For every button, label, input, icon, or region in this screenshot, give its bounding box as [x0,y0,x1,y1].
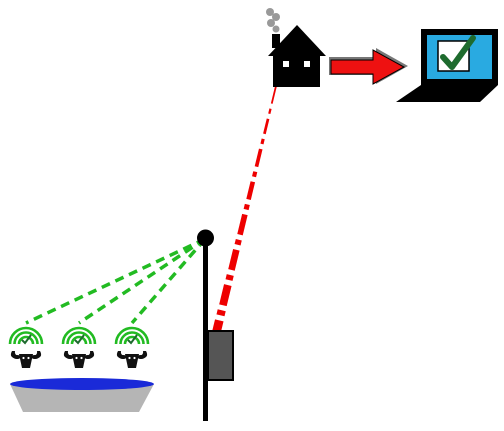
arc-gap [114,344,150,350]
cow-ear-right [84,355,92,359]
cow-ear-right [31,355,39,359]
trough-body [10,384,154,412]
cow-head [72,354,86,368]
checkmark-icon [437,35,476,72]
uplink-segment [270,85,277,104]
house-icon [266,8,326,87]
logger-box [207,330,234,381]
signal-arc [114,326,150,345]
uplink-segment [243,203,250,211]
cow-ear-right [137,355,145,359]
cow-eye [27,356,30,360]
right-arrow-icon [329,48,408,85]
cow-eye [128,356,131,360]
uplink-segment [234,238,242,246]
trough-water-rim [10,378,154,390]
cow-ear-left [66,355,74,359]
signal-arc [70,335,88,345]
uplink-segment [252,171,258,178]
cow-eye [80,356,83,360]
uplink-segment [260,138,265,145]
uplink-segment [263,118,270,135]
signal-arc [123,335,141,345]
cow-ear-left [119,355,127,359]
uplink-segment [225,274,234,281]
house-window-right [304,61,310,67]
signal-link-cow-1 [25,237,206,325]
signal-arc [17,335,35,345]
house-roof [268,25,326,56]
wireless-signal-icon [61,326,97,345]
signal-link-cow-2 [78,237,206,325]
cow-head-icon [61,326,97,368]
cow-check-mark [127,334,138,345]
signal-arc [119,331,145,345]
signal-link-cow-3 [130,237,207,325]
signal-arc [8,326,44,345]
signal-arc [66,331,92,345]
house-window-left [283,61,289,67]
wireless-signal-icon [8,326,44,345]
house-body [273,54,320,87]
uplink-segment [254,148,263,168]
cow-check-mark [74,334,85,345]
uplink-segment [228,249,240,271]
water-trough-icon [10,378,154,412]
arrow-body [330,49,406,85]
check-mark [440,35,476,70]
cow-eye [133,356,136,360]
uplink-segment [216,309,226,317]
cow-eye [22,356,25,360]
cow-check-mark [21,334,32,345]
antenna-mast-icon [197,229,214,421]
uplink-segment [219,284,232,307]
green-signal-links [25,237,207,325]
arc-gap [8,344,44,350]
cow-head [125,354,139,368]
uplink-segment [246,181,256,200]
wireless-signal-icon [114,326,150,345]
antenna-ball [197,229,214,247]
cow-head-icon [114,326,150,368]
data-logger-icon [207,330,234,381]
uplink-segment [237,213,248,236]
red-uplink-line [210,85,277,340]
cow-head [19,354,33,368]
cow-head-icon [8,326,44,368]
laptop-icon [396,29,498,102]
laptop-base [396,85,498,102]
house-chimney [272,34,280,48]
chimney-smoke-icon [266,8,280,33]
cow-ear-left [13,355,21,359]
uplink-segment [268,108,272,114]
signal-arc [13,331,39,345]
cattle-group [8,326,150,368]
cow-eye [75,356,78,360]
arc-gap [61,344,97,350]
mast-pole [203,238,208,421]
signal-arc [61,326,97,345]
